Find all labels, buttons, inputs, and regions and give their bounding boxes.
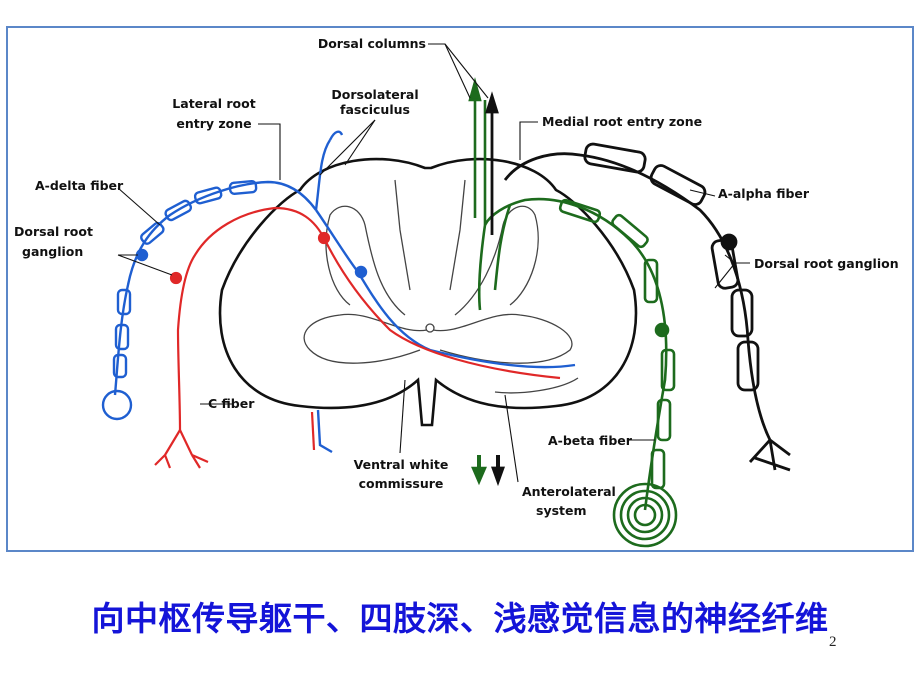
label-dorsolateral-2: fasciculus: [340, 102, 410, 117]
label-a-alpha: A-alpha fiber: [718, 186, 810, 201]
label-drg-right: Dorsal root ganglion: [754, 256, 899, 271]
spinal-cord-outline: [218, 157, 638, 427]
label-anterolateral-1: Anterolateral: [522, 484, 616, 499]
label-medial-root: Medial root entry zone: [542, 114, 702, 129]
c-fiber: [154, 206, 561, 469]
label-c-fiber: C fiber: [208, 396, 255, 411]
label-ventral-1: Ventral white: [354, 457, 449, 472]
slide-caption: 向中枢传导躯干、四肢深、浅感觉信息的神经纤维: [91, 599, 829, 638]
gray-matter: [303, 179, 579, 394]
label-drg-left-2: ganglion: [22, 244, 83, 259]
leader-lines: [117, 43, 750, 483]
label-ventral-2: commissure: [359, 476, 444, 491]
figure-panel: [6, 26, 914, 552]
a-delta-fiber: [101, 130, 576, 454]
label-lateral-root-2: entry zone: [176, 116, 251, 131]
a-alpha-fiber: [485, 91, 791, 487]
label-dorsolateral-1: Dorsolateral: [331, 87, 418, 102]
label-a-delta: A-delta fiber: [35, 178, 124, 193]
label-anterolateral-2: system: [536, 503, 587, 518]
a-beta-fiber: [468, 77, 678, 548]
label-drg-left-1: Dorsal root: [14, 224, 93, 239]
label-a-beta: A-beta fiber: [548, 433, 633, 448]
label-lateral-root-1: Lateral root: [172, 96, 255, 111]
label-dorsal-columns: Dorsal columns: [318, 36, 426, 51]
page-number: 2: [829, 634, 837, 650]
